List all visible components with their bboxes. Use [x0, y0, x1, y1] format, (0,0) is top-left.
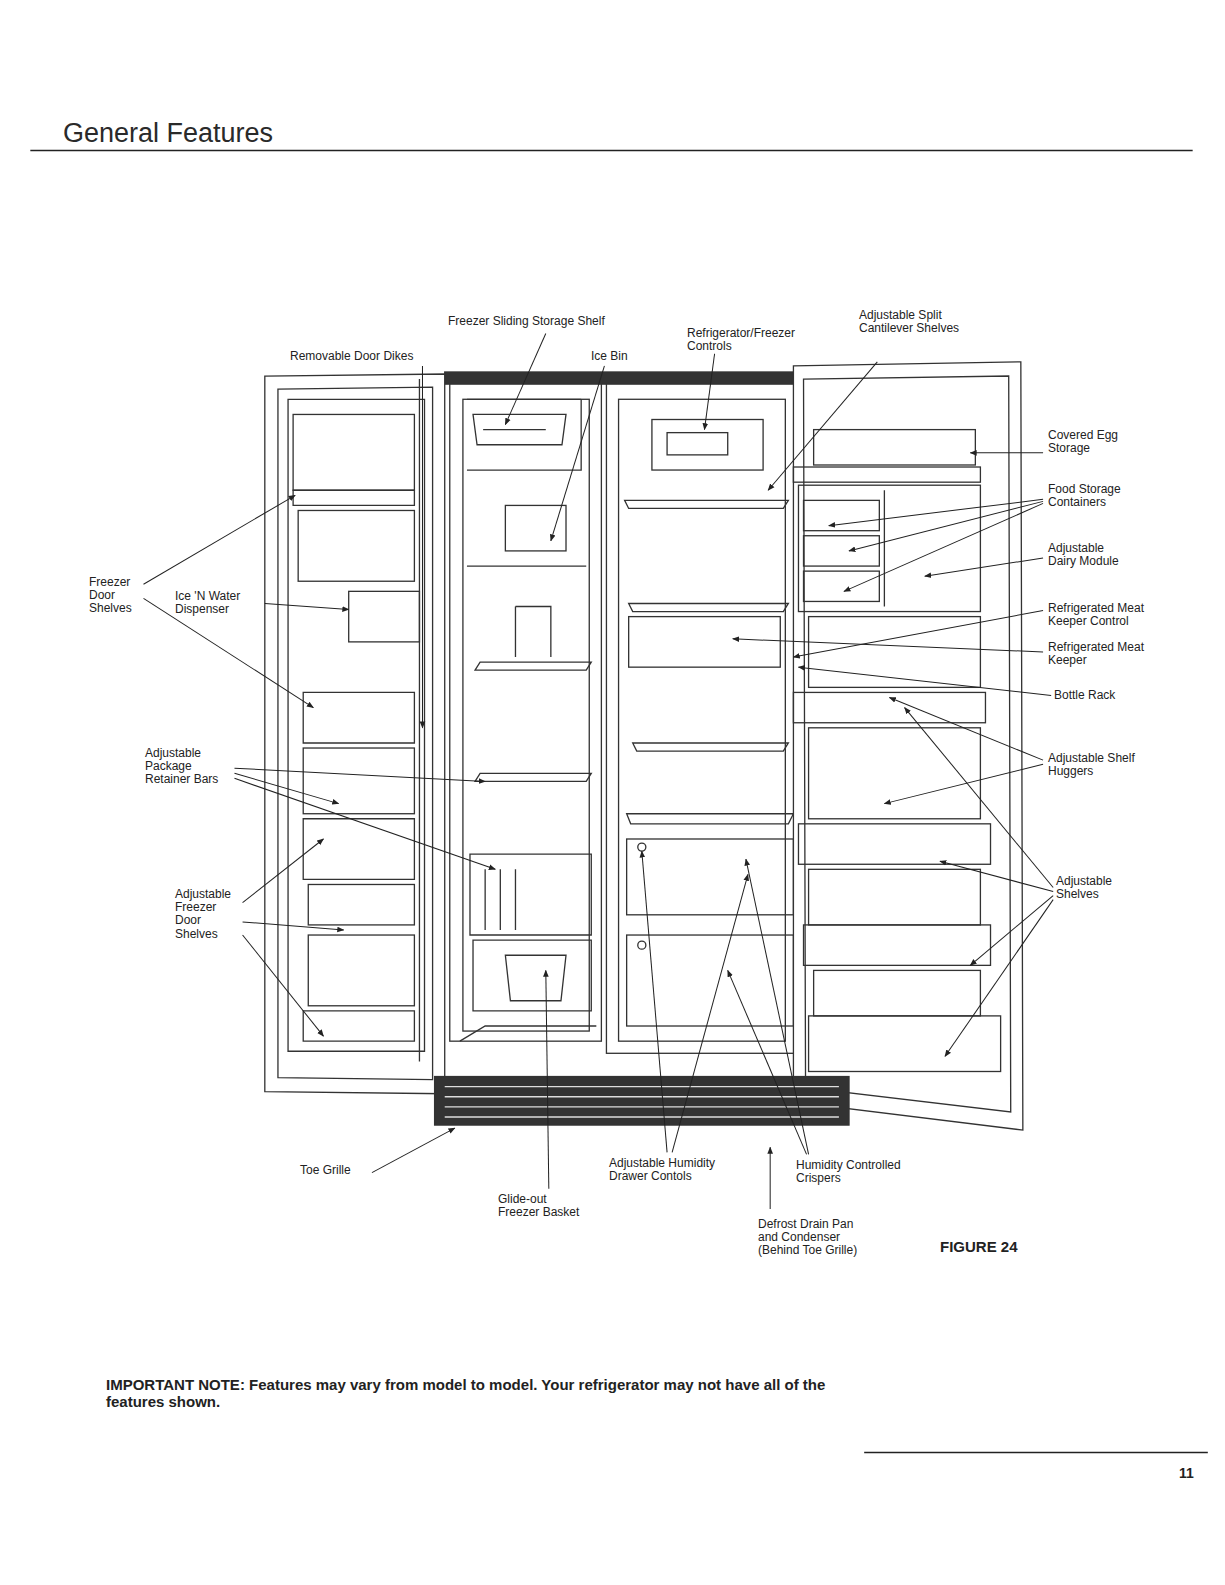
callout-label: Adjustable Freezer Door Shelves	[175, 888, 241, 941]
callout-label: Ice Bin	[591, 350, 652, 363]
callout-label: Adjustable Package Retainer Bars	[145, 747, 226, 787]
callout-label: Freezer Sliding Storage Shelf	[448, 315, 650, 328]
callout-label: Adjustable Shelves	[1056, 875, 1132, 901]
callout-label: Glide-out Freezer Basket	[498, 1193, 589, 1219]
callout-label: Ice 'N Water Dispenser	[175, 590, 258, 616]
callout-label: Refrigerated Meat Keeper	[1048, 641, 1159, 667]
leader-lines	[144, 334, 1054, 1209]
note-text: IMPORTANT NOTE: Features may vary from m…	[106, 1377, 844, 1410]
page-rules	[30, 151, 1207, 1453]
figure-caption: FIGURE 24	[940, 1239, 1018, 1256]
refrigerator	[265, 362, 1023, 1130]
callout-label: Refrigerator/Freezer Controls	[687, 327, 818, 353]
callout-label: Adjustable Split Cantilever Shelves	[859, 309, 960, 335]
callout-label: Adjustable Shelf Huggers	[1048, 752, 1149, 778]
callout-label: Humidity Controlled Crispers	[796, 1159, 909, 1185]
callout-label: Covered Egg Storage	[1048, 429, 1129, 455]
page-title: General Features	[63, 119, 273, 149]
callout-label: Toe Grille	[300, 1164, 371, 1177]
callout-label: Defrost Drain Pan and Condenser (Behind …	[758, 1218, 871, 1258]
callout-label: Adjustable Humidity Drawer Contols	[609, 1157, 740, 1183]
callout-label: Adjustable Dairy Module	[1048, 542, 1129, 568]
callout-label: Removable Door Dikes	[290, 350, 462, 363]
callout-label: Bottle Rack	[1054, 689, 1145, 702]
callout-label: Food Storage Containers	[1048, 483, 1129, 509]
callout-label: Freezer Door Shelves	[89, 576, 140, 616]
page-number: 11	[1179, 1466, 1194, 1481]
callout-label: Refrigerated Meat Keeper Control	[1048, 602, 1174, 628]
